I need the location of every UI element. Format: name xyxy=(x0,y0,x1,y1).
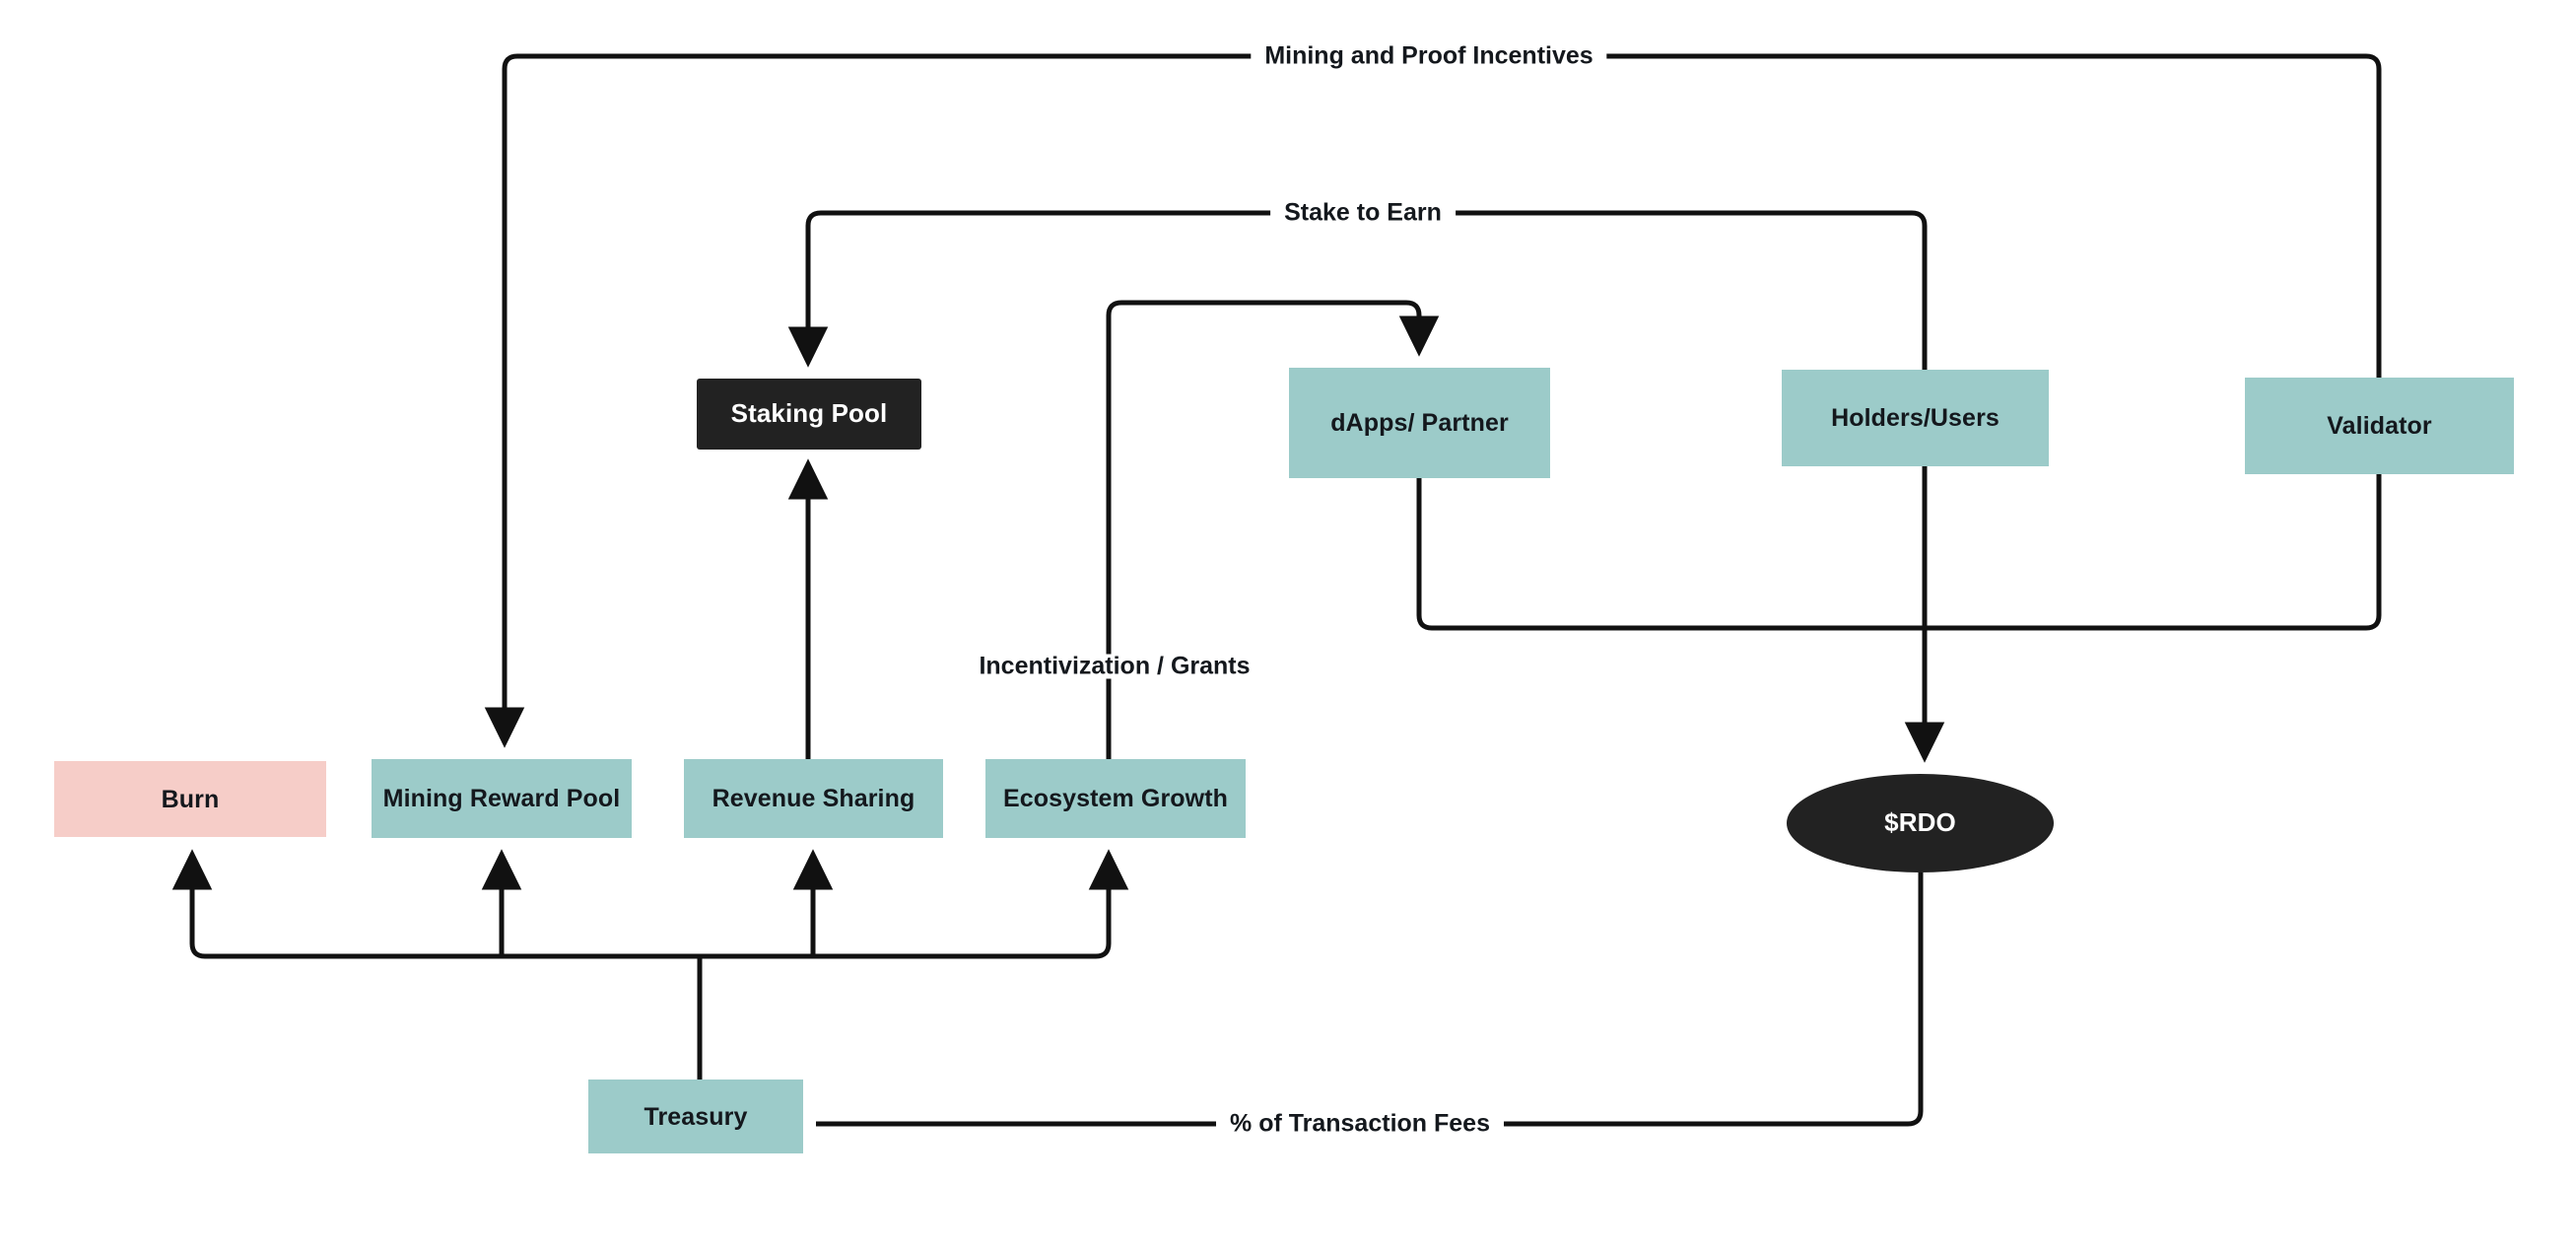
node-burn[interactable]: Burn xyxy=(54,761,326,837)
node-ecosystem-growth[interactable]: Ecosystem Growth xyxy=(985,759,1246,838)
edge-rdo-to-treasury xyxy=(816,872,1924,1127)
edge-validator-to-rdo xyxy=(1925,474,2382,631)
node-revenue-sharing[interactable]: Revenue Sharing xyxy=(684,759,943,838)
edge-dapps-to-rdo xyxy=(1416,478,1925,631)
edge-treasury-to-burn xyxy=(171,849,700,959)
node-treasury[interactable]: Treasury xyxy=(588,1080,803,1153)
edge-treasury-to-mining-reward xyxy=(481,849,700,959)
edge-holders-to-staking-pool xyxy=(787,210,1928,370)
edge-label-percent-of-transaction-fees: % of Transaction Fees xyxy=(1216,1111,1504,1137)
node-staking-pool[interactable]: Staking Pool xyxy=(697,379,921,450)
edge-label-stake-to-earn: Stake to Earn xyxy=(1270,200,1456,226)
edge-label-incentivization-grants: Incentivization / Grants xyxy=(965,654,1264,679)
node-mining-reward-pool[interactable]: Mining Reward Pool xyxy=(372,759,632,838)
node-rdo-token[interactable]: $RDO xyxy=(1787,774,2054,872)
edge-treasury-to-revenue xyxy=(700,849,834,959)
node-dapps-partner[interactable]: dApps/ Partner xyxy=(1289,368,1550,478)
edge-treasury-to-ecosystem xyxy=(700,849,1129,959)
edge-label-mining-and-proof-incentives: Mining and Proof Incentives xyxy=(1251,43,1607,69)
node-holders-users[interactable]: Holders/Users xyxy=(1782,370,2049,466)
node-validator[interactable]: Validator xyxy=(2245,378,2514,474)
